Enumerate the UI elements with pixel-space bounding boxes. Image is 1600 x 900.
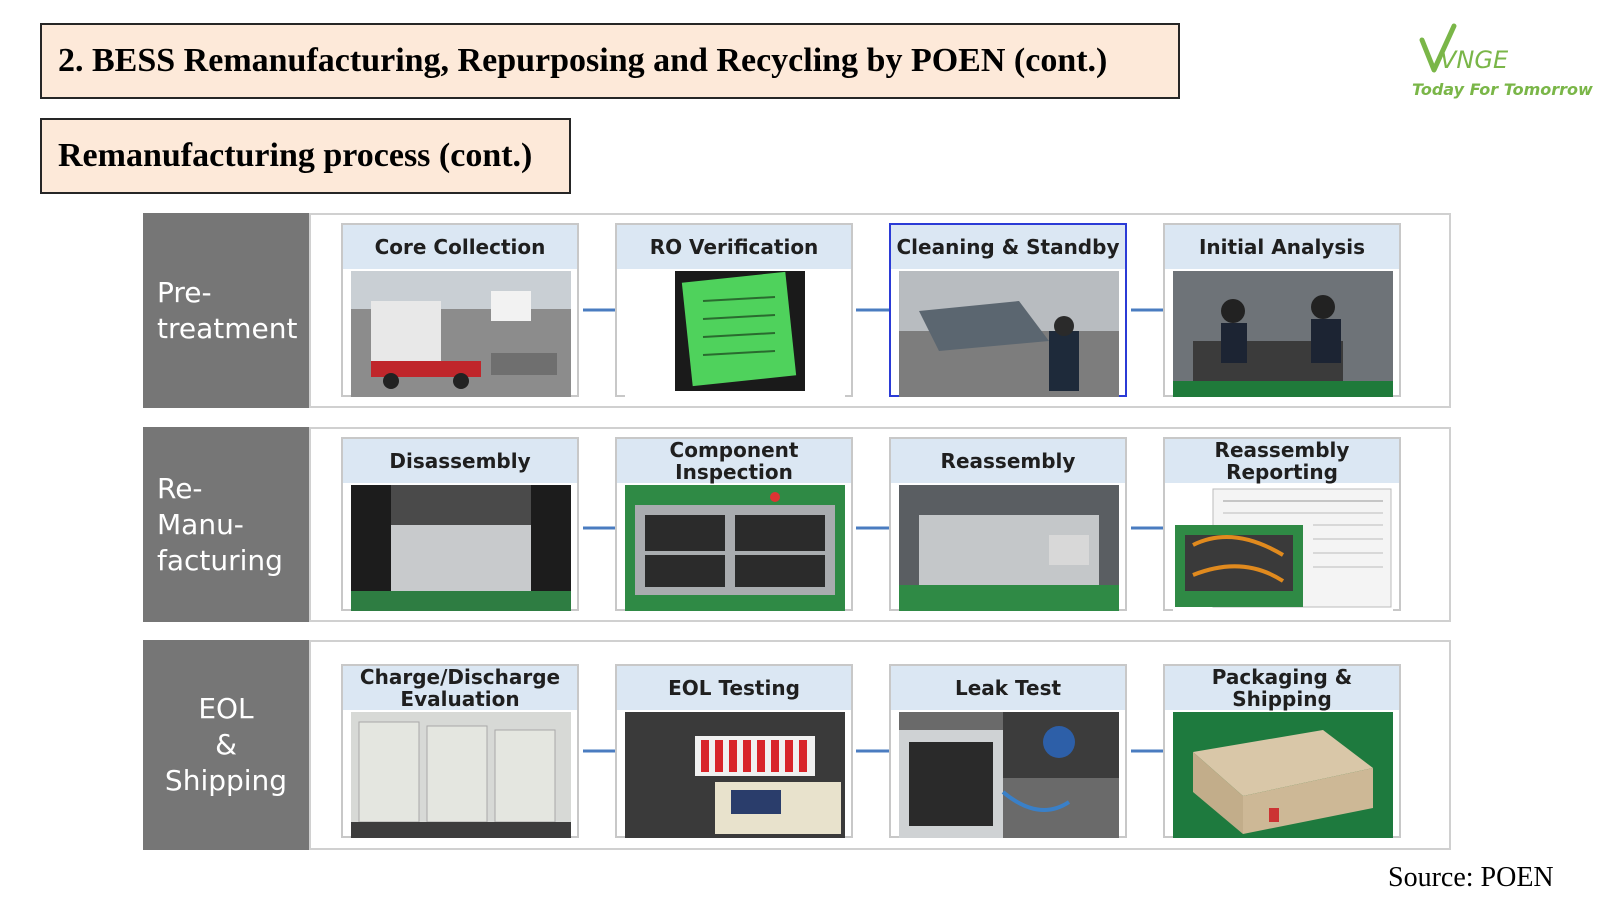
row-label: Re- Manu- facturing — [143, 427, 309, 622]
row-panel: Charge/Discharge Evaluation EOL Testing — [309, 640, 1451, 850]
step-cleaning-standby[interactable]: Cleaning & Standby — [889, 223, 1127, 397]
step-label: Leak Test — [891, 666, 1125, 710]
step-reassembly[interactable]: Reassembly — [889, 437, 1127, 611]
process-row-remanufacturing: Re- Manu- facturing Disassembly Componen… — [143, 427, 1451, 622]
photo-test-equipment-display — [625, 712, 845, 838]
step-label: Reassembly Reporting — [1165, 439, 1399, 483]
step-eol-testing[interactable]: EOL Testing — [615, 664, 853, 838]
step-label: Cleaning & Standby — [891, 225, 1125, 269]
vnge-logo-mark: VNGE — [1419, 23, 1509, 74]
logo-brand-text: VNGE — [1440, 46, 1509, 74]
row-panel: Disassembly Component Inspection — [309, 427, 1451, 622]
step-ro-verification[interactable]: RO Verification — [615, 223, 853, 397]
photo-forklift-with-battery-pack — [351, 271, 571, 397]
step-leak-test[interactable]: Leak Test — [889, 664, 1127, 838]
process-row-eol-shipping: EOL & Shipping Charge/Discharge Evaluati… — [143, 640, 1451, 850]
step-charge-discharge-evaluation[interactable]: Charge/Discharge Evaluation — [341, 664, 579, 838]
photo-open-battery-modules — [625, 485, 845, 611]
photo-report-document-and-cables — [1173, 485, 1393, 611]
page-title: 2. BESS Remanufacturing, Repurposing and… — [40, 23, 1180, 99]
step-label: Initial Analysis — [1165, 225, 1399, 269]
source-citation: Source: POEN — [1388, 862, 1554, 893]
photo-hoisted-battery-pack — [899, 271, 1119, 397]
step-label: Packaging & Shipping — [1165, 666, 1399, 710]
photo-green-verification-tag — [625, 271, 845, 397]
row-label: EOL & Shipping — [143, 640, 309, 850]
step-core-collection[interactable]: Core Collection — [341, 223, 579, 397]
photo-technicians-inspecting-pack — [1173, 271, 1393, 397]
step-label: Reassembly — [891, 439, 1125, 483]
step-initial-analysis[interactable]: Initial Analysis — [1163, 223, 1401, 397]
photo-leak-test-kit — [899, 712, 1119, 838]
section-subtitle: Remanufacturing process (cont.) — [40, 118, 571, 194]
step-label: RO Verification — [617, 225, 851, 269]
photo-reassembled-pack — [899, 485, 1119, 611]
row-label: Pre- treatment — [143, 213, 309, 408]
step-label: Disassembly — [343, 439, 577, 483]
step-reassembly-reporting[interactable]: Reassembly Reporting — [1163, 437, 1401, 611]
photo-opening-battery-case — [351, 485, 571, 611]
photo-charge-discharge-cabinets — [351, 712, 571, 838]
step-label: Charge/Discharge Evaluation — [343, 666, 577, 710]
logo-tagline: Today For Tomorrow — [1412, 80, 1593, 99]
step-disassembly[interactable]: Disassembly — [341, 437, 579, 611]
step-label: Core Collection — [343, 225, 577, 269]
row-panel: Core Collection RO Verification — [309, 213, 1451, 408]
process-row-pretreatment: Pre- treatment Core Collection RO Verifi… — [143, 213, 1451, 408]
step-packaging-shipping[interactable]: Packaging & Shipping — [1163, 664, 1401, 838]
step-label: Component Inspection — [617, 439, 851, 483]
step-component-inspection[interactable]: Component Inspection — [615, 437, 853, 611]
step-label: EOL Testing — [617, 666, 851, 710]
photo-cardboard-box — [1173, 712, 1393, 838]
